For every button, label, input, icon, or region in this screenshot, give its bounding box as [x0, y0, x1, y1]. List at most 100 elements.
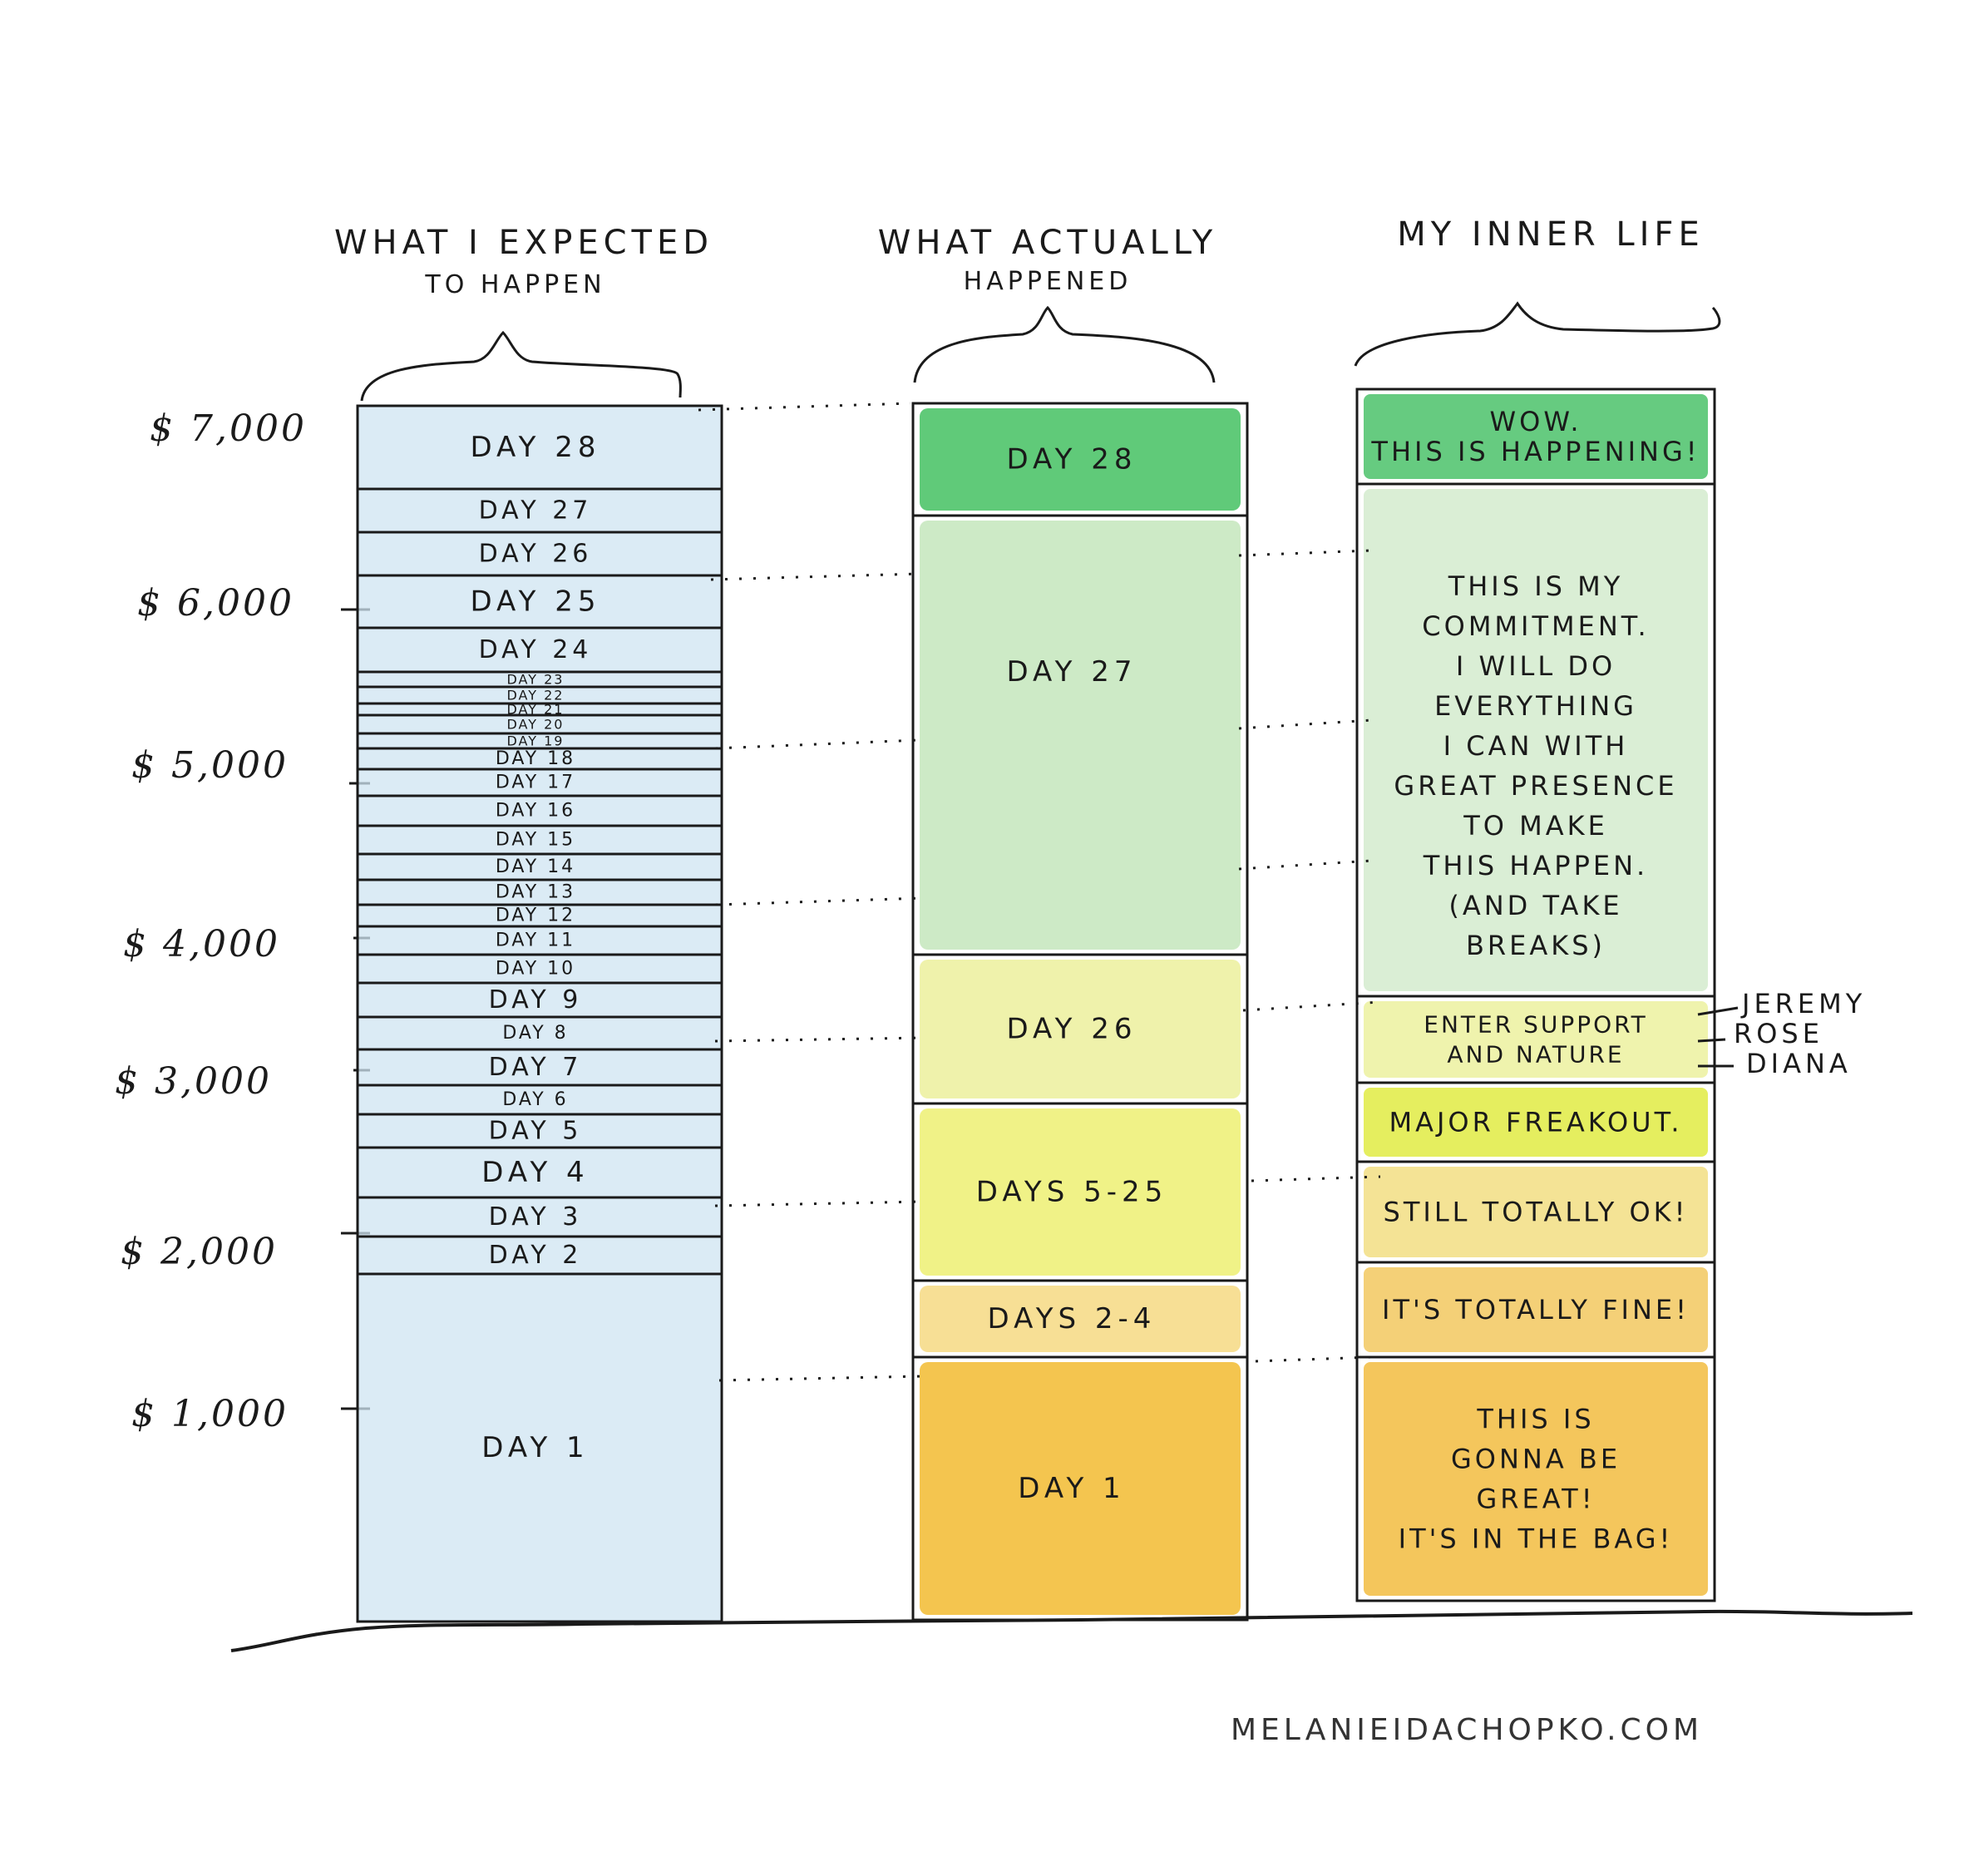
inner-segment-fill: [1364, 1362, 1708, 1596]
actual-segment-fill: [920, 960, 1241, 1098]
expected-segment-label: DAY 28: [470, 431, 600, 464]
inner-segment-text: I CAN WITH: [1443, 730, 1629, 762]
connector-expected-actual-28: [698, 402, 911, 412]
actual-segment-label: DAY 26: [1006, 1013, 1137, 1046]
connector-actual-inner-5: [1251, 1175, 1381, 1182]
expected-segment-label: DAY 4: [481, 1156, 589, 1189]
actual-segment-label: DAY 28: [1006, 443, 1137, 476]
y-tick-5000: $ 5,000: [131, 744, 289, 787]
y-axis: $ 7,000 $ 6,000 $ 5,000 $ 4,000 $ 3,000 …: [115, 407, 370, 1435]
expected-segment-label: DAY 20: [507, 717, 565, 733]
inner-segment-text: WOW.: [1490, 406, 1582, 437]
inner-segment-text: BREAKS): [1466, 930, 1606, 961]
site-credit: MELANIEIDACHOPKO.COM: [1231, 1713, 1703, 1747]
expected-segment-label: DAY 10: [496, 959, 575, 980]
dotted-connectors: [698, 402, 1381, 1382]
expected-segment-label: DAY 21: [507, 702, 565, 718]
expected-segment-label: DAY 14: [496, 857, 575, 877]
expected-segment-label: DAY 15: [496, 830, 575, 851]
support-names: JEREMY ROSE DIANA: [1697, 988, 1866, 1079]
inner-segment-text: COMMITMENT.: [1422, 610, 1649, 642]
inner-segment-text: THIS HAPPEN.: [1423, 850, 1648, 881]
expected-column-outline: [356, 404, 723, 1623]
support-name-rose: ROSE: [1734, 1018, 1823, 1049]
actual-segment-fill: [920, 1362, 1241, 1615]
connector-actual-inner-3: [1238, 859, 1373, 871]
connector-expected-actual-19: [714, 738, 920, 750]
expected-segment-label: DAY 11: [496, 931, 575, 951]
inner-segment-text: MAJOR FREAKOUT.: [1389, 1107, 1682, 1138]
expected-segment-label: DAY 13: [496, 882, 575, 903]
expected-segment-label: DAY 16: [496, 801, 575, 822]
expected-segment-label: DAY 2: [489, 1241, 583, 1270]
connector-actual-inner-1: [1238, 549, 1373, 557]
expected-segment-label: DAY 19: [507, 733, 565, 749]
expected-segment-label: DAY 22: [507, 688, 565, 704]
header-expected-line1: WHAT I EXPECTED: [334, 224, 713, 262]
inner-segment-text: GONNA BE: [1451, 1444, 1621, 1475]
actual-segment-label: DAY 1: [1018, 1472, 1125, 1505]
inner-segment-fill: [1364, 1267, 1708, 1352]
connector-expected-actual-13: [714, 896, 924, 906]
header-actual: WHAT ACTUALLY HAPPENED: [878, 224, 1217, 383]
expected-segment-label: DAY 9: [489, 985, 583, 1015]
expected-segment-label: DAY 18: [496, 748, 575, 769]
inner-segment-fill: [1364, 489, 1708, 991]
header-inner: MY INNER LIFE: [1354, 215, 1721, 367]
actual-segment-fill: [920, 408, 1241, 511]
inner-segment-text: IT'S IN THE BAG!: [1399, 1523, 1674, 1555]
connector-actual-inner-4: [1242, 1000, 1381, 1012]
inner-segment-text: THIS IS HAPPENING!: [1370, 436, 1700, 467]
expected-column-wash: [358, 406, 722, 1622]
header-actual-line2: HAPPENED: [964, 267, 1133, 296]
inner-segment-text: GREAT!: [1476, 1484, 1595, 1515]
connector-expected-actual-9: [714, 1036, 924, 1043]
expected-segment-label: DAY 25: [470, 585, 600, 619]
inner-segment-fill: [1364, 1001, 1708, 1078]
expected-segment-label: DAY 26: [479, 540, 593, 569]
inner-segment-fill: [1364, 1167, 1708, 1257]
y-tick-7000: $ 7,000: [150, 407, 307, 450]
expected-segment-label: DAY 12: [496, 906, 575, 926]
inner-segment-text: ENTER SUPPORT: [1424, 1011, 1647, 1039]
brace-actual: [913, 305, 1216, 383]
inner-segment-text: GREAT PRESENCE: [1394, 770, 1677, 802]
support-name-jeremy: JEREMY: [1740, 988, 1866, 1019]
y-tick-3000: $ 3,000: [115, 1060, 272, 1103]
inner-segment-text: EVERYTHING: [1434, 690, 1637, 722]
inner-segment-fill: [1364, 1088, 1708, 1157]
inner-life-column: WOW.THIS IS HAPPENING! THIS IS MY COMMITME…: [1355, 388, 1716, 1602]
expected-segment-label: DAY 8: [502, 1023, 568, 1044]
inner-segment-fill: [1364, 394, 1708, 479]
y-tick-6000: $ 6,000: [137, 582, 294, 625]
y-tick-2000: $ 2,000: [121, 1231, 278, 1273]
expected-segment-label: DAY 3: [489, 1202, 583, 1232]
header-expected: WHAT I EXPECTED TO HAPPEN: [334, 224, 713, 402]
expected-segment-label: DAY 5: [489, 1117, 583, 1146]
connector-actual-inner-2: [1238, 718, 1373, 730]
header-actual-line1: WHAT ACTUALLY: [878, 224, 1217, 262]
y-tick-4000: $ 4,000: [123, 923, 280, 965]
expected-segment-label: DAY 17: [496, 773, 575, 793]
actual-segment-label: DAYS 5-25: [976, 1176, 1168, 1209]
expected-segment-label: DAY 6: [502, 1089, 568, 1110]
brace-inner: [1354, 301, 1721, 367]
expected-segment-label: DAY 27: [479, 496, 593, 526]
expected-segment-label: DAY 24: [479, 635, 593, 664]
inner-segment-text: THIS IS MY: [1448, 570, 1624, 602]
connector-expected-actual-4: [714, 1200, 924, 1207]
brace-expected: [360, 330, 682, 402]
actual-segment-fill: [920, 521, 1241, 950]
connector-expected-actual-1: [718, 1375, 924, 1382]
support-name-diana: DIANA: [1746, 1048, 1852, 1079]
support-name-ticks: [1697, 1006, 1739, 1068]
actual-segment-label: DAY 27: [1006, 655, 1137, 689]
inner-segment-text: THIS IS: [1476, 1404, 1594, 1435]
y-tick-1000: $ 1,000: [131, 1393, 289, 1435]
header-inner-line1: MY INNER LIFE: [1397, 215, 1704, 254]
actual-segment-fill: [920, 1286, 1241, 1352]
inner-segment-text: I WILL DO: [1456, 650, 1616, 682]
inner-column-outline: [1355, 388, 1716, 1602]
